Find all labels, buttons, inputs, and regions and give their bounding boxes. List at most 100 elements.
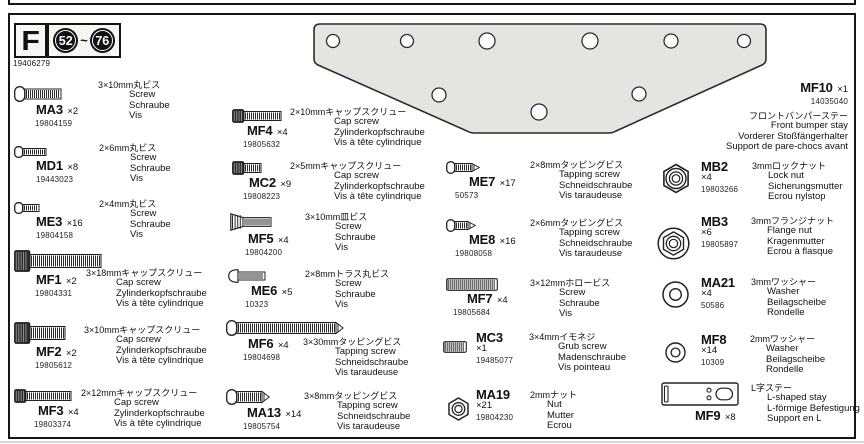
section-letter-badge: F — [14, 23, 47, 58]
part-name-de: Schneidschraube — [559, 237, 633, 249]
part-code: MF4 — [247, 123, 273, 138]
part-description: 2×8mmタッピングビス Tapping screw Schneidschrau… — [530, 160, 632, 202]
part-name-ja: 3×10mm丸ビス — [98, 80, 161, 90]
washer-icon — [662, 281, 689, 308]
part-description: L字ステー L-shaped stay L-förmige Befestigun… — [751, 383, 860, 425]
part-item-ME6: ME6 ×5 10323 2×8mmトラス丸ビス Screw Schraube … — [228, 267, 389, 310]
cap-screw-icon — [232, 161, 291, 175]
part-code: ME3 — [36, 214, 63, 229]
part-qty: ×17 — [499, 178, 516, 189]
part-name-de: Mutter — [547, 409, 574, 421]
part-name-de: Schneidschraube — [337, 410, 411, 422]
part-name-de: Schraube — [130, 218, 171, 230]
bumper-stay-plate — [313, 23, 767, 134]
part-number: 19805754 — [243, 422, 281, 431]
part-code: MF7 — [467, 291, 493, 306]
part-name-en: Lock nut — [768, 170, 804, 182]
part-qty: ×4 — [496, 295, 508, 306]
part-qty: ×4 — [67, 407, 79, 418]
part-name-en: Flange nut — [767, 225, 812, 237]
part-item-MD1: MD1 ×8 19443023 2×6mm丸ビス Screw Schraube … — [14, 143, 171, 184]
part-description: 3mmワッシャー Washer Beilagscheibe Rondelle — [751, 277, 826, 319]
part-name-ja: 2×10mmキャップスクリュー — [290, 107, 407, 117]
part-name-ja: 2×4mm丸ビス — [99, 199, 157, 209]
part-qty: ×2 — [65, 276, 77, 287]
part-qty: ×8 — [67, 162, 79, 173]
part-description: 2×10mmキャップスクリュー Cap screw Zylinderkopfsc… — [290, 107, 425, 149]
step-end: 76 — [95, 33, 110, 48]
part-name-fr: Vis à tête cylindrique — [116, 298, 204, 310]
part-item-ME7: ME7 ×17 50573 2×8mmタッピングビス Tapping screw… — [446, 159, 632, 201]
part-name-ja: 3×10mmキャップスクリュー — [84, 325, 201, 335]
nut-icon — [447, 397, 470, 421]
part-name-fr: Support en L — [767, 413, 822, 425]
part-name-en: Tapping screw — [335, 346, 396, 358]
part-name-de: Schraube — [559, 297, 600, 309]
part-name-ja: 3mmフランジナット — [751, 216, 834, 226]
part-name-ja: 3×8mmタッピングビス — [304, 391, 398, 401]
part-code: MA19 — [476, 387, 510, 402]
part-description: 2×6mm丸ビス Screw Schraube Vis — [99, 143, 171, 185]
part-number: 19805632 — [243, 140, 281, 149]
part-number: 19804159 — [35, 119, 73, 128]
part-name-ja: 2×6mmタッピングビス — [530, 218, 624, 228]
part-name-de: Madenschraube — [558, 351, 627, 363]
part-number: 19804698 — [243, 353, 281, 362]
round-screw-icon — [14, 202, 83, 214]
part-item-ME3: ME3 ×16 19804158 2×4mm丸ビス Screw Schraube… — [14, 198, 171, 240]
part-name-en: Cap screw — [334, 116, 379, 128]
page-bottom-divider — [0, 441, 864, 443]
part-name-ja: 2×6mm丸ビス — [99, 143, 157, 153]
part-code: MC2 — [249, 175, 276, 190]
part-name-fr: Ecrou nylstop — [768, 191, 826, 203]
part-number: 19804230 — [476, 413, 514, 422]
part-name-fr: Ecrou — [547, 420, 572, 432]
part-number: 14035040 — [810, 97, 848, 106]
part-item-MF3: MF3 ×4 19803374 2×12mmキャップスクリュー Cap scre… — [14, 387, 205, 429]
part-name-fr: Rondelle — [766, 364, 804, 376]
part-code: MB2 — [701, 159, 728, 174]
part-item-MA13: MA13 ×14 19805754 3×8mmタッピングビス Tapping s… — [226, 388, 410, 432]
part-name-de: Schneidschraube — [335, 356, 409, 368]
part-name-ja: 2mmナット — [530, 390, 577, 400]
part-name-de: Vorderer Stoßfängerhalter — [738, 130, 848, 142]
part-name-de: Beilagscheibe — [767, 296, 827, 308]
part-qty: ×21 — [476, 400, 493, 411]
part-qty: ×8 — [724, 412, 736, 423]
previous-section-border — [8, 0, 856, 5]
part-name-en: Grub screw — [558, 341, 607, 353]
part-name-fr: Vis pointeau — [558, 362, 611, 374]
part-code: MD1 — [36, 158, 63, 173]
part-code: MB3 — [701, 214, 728, 229]
step-range-badge: 52 ~ 76 — [47, 23, 121, 58]
part-description: 3×12mmホロービス Screw Schraube Vis — [530, 278, 610, 320]
part-name-en: Cap screw — [334, 170, 379, 182]
part-number: 19803266 — [701, 185, 739, 194]
part-code: MF3 — [38, 403, 64, 418]
part-qty: ×1 — [476, 343, 487, 354]
part-name-fr: Vis taraudeuse — [337, 421, 401, 433]
part-item-MF2: MF2 ×2 19805612 3×10mmキャップスクリュー Cap scre… — [14, 322, 207, 370]
part-name-en: Screw — [130, 152, 157, 164]
part-code: MF8 — [701, 332, 727, 347]
part-number: 19443023 — [36, 175, 74, 184]
part-name-ja: 2mmワッシャー — [750, 334, 815, 344]
part-name-ja: 3×10mm皿ビス — [305, 212, 368, 222]
part-name-fr: Support de pare-chocs avant — [726, 141, 848, 153]
tapping-screw-icon — [446, 161, 516, 174]
part-description: 2mmナット Nut Mutter Ecrou — [530, 390, 577, 432]
part-number: 50573 — [455, 191, 479, 200]
part-item-MF5: MF5 ×4 19804200 3×10mm皿ビス Screw Schraube… — [230, 211, 376, 257]
part-name-ja: 2×12mmキャップスクリュー — [81, 388, 198, 398]
part-name-en: Screw — [335, 278, 362, 290]
part-number: 19803374 — [34, 420, 72, 429]
part-description: 3×4mmイモネジ Grub screw Madenschraube Vis p… — [529, 332, 626, 374]
set-screw-icon — [446, 278, 508, 291]
part-name-ja: 2×5mmキャップスクリュー — [290, 161, 402, 171]
part-description: 3×10mm丸ビス Screw Schraube Vis — [98, 80, 170, 122]
part-name-ja: 2×8mmタッピングビス — [530, 160, 624, 170]
l-stay-icon — [661, 382, 739, 406]
part-qty: ×16 — [499, 236, 516, 247]
part-name-en: Cap screw — [116, 277, 161, 289]
